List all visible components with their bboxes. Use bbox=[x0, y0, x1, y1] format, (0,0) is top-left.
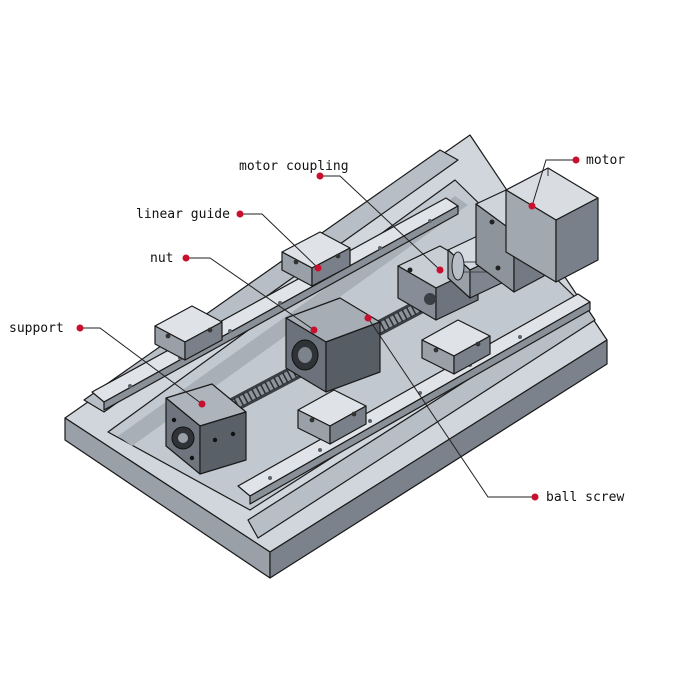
nut-block bbox=[285, 297, 381, 393]
marker-linear-guide bbox=[236, 210, 244, 218]
guide-block-front-near bbox=[297, 389, 367, 445]
leader-ball-screw bbox=[367, 317, 535, 498]
label-motor: motor bbox=[586, 153, 625, 168]
marker-support-anchor bbox=[198, 400, 206, 408]
marker-support bbox=[76, 324, 84, 332]
support-block bbox=[165, 383, 247, 475]
marker-ball-screw-anchor bbox=[364, 314, 372, 322]
leader-nut bbox=[186, 257, 315, 331]
marker-motor-coupling-anchor bbox=[436, 266, 444, 274]
label-support: support bbox=[9, 321, 64, 336]
label-ball-screw: ball screw bbox=[546, 490, 624, 505]
leader-linear-guide bbox=[240, 213, 319, 269]
marker-ball-screw bbox=[531, 493, 539, 501]
marker-nut-anchor bbox=[310, 326, 318, 334]
label-linear-guide: linear guide bbox=[136, 207, 230, 222]
marker-motor-anchor bbox=[528, 202, 536, 210]
guide-block-back-far bbox=[281, 231, 351, 287]
linear-guide-rail-front bbox=[237, 293, 591, 505]
marker-motor-coupling bbox=[316, 172, 324, 180]
part-labels: motor motor coupling linear guide nut su… bbox=[9, 153, 625, 505]
leader-motor bbox=[531, 159, 576, 207]
motor-body bbox=[505, 167, 599, 283]
leader-support bbox=[80, 327, 203, 405]
marker-linear-guide-anchor bbox=[314, 264, 322, 272]
marker-motor bbox=[572, 156, 580, 164]
label-markers bbox=[76, 156, 580, 501]
leader-motor-coupling bbox=[320, 175, 441, 271]
label-nut: nut bbox=[150, 251, 173, 266]
guide-block-front-far bbox=[421, 319, 491, 375]
leader-lines bbox=[80, 159, 576, 498]
label-motor-coupling: motor coupling bbox=[239, 159, 349, 174]
guide-block-back-near bbox=[154, 305, 223, 361]
marker-nut bbox=[182, 254, 190, 262]
